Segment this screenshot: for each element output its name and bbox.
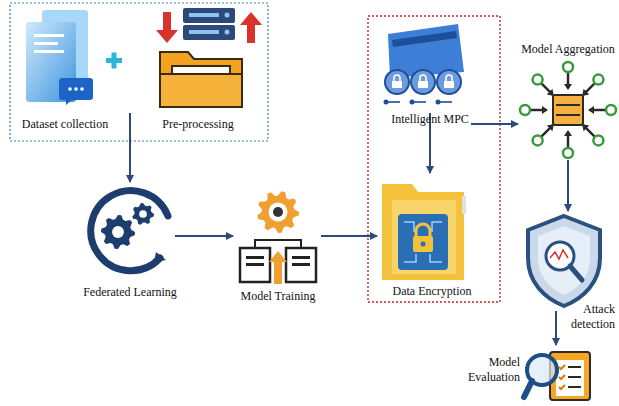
plus-sign — [106, 53, 122, 69]
node-label: Attack detection — [559, 302, 615, 332]
gear-pair — [101, 203, 154, 249]
icon-node: Dataset collection — [24, 8, 96, 110]
node-label: Dataset collection — [22, 117, 108, 132]
node-label: Model Aggregation — [521, 42, 615, 57]
icon-node: Model Aggregation — [521, 63, 615, 157]
flow-arrow — [175, 235, 233, 237]
icon-node: Pre-processing — [154, 8, 258, 110]
node-label: Model Training — [240, 289, 315, 304]
flow-arrow — [471, 123, 518, 125]
node-label: Data Encryption — [393, 284, 472, 299]
icon-node: Intelligent MPC — [382, 20, 468, 110]
icon-node: Model Training — [236, 188, 318, 284]
node-label: Federated Learning — [83, 285, 177, 300]
node-label: Intelligent MPC — [391, 112, 469, 127]
node-label: Pre-processing — [162, 117, 233, 132]
node-label: Model Evaluation — [462, 355, 520, 385]
server-folder-icon — [156, 8, 262, 107]
icon-node: Model Evaluation — [520, 348, 592, 402]
flow-arrow — [567, 160, 569, 211]
cycle-arrowhead — [154, 252, 166, 262]
group-outline — [10, 3, 268, 141]
icon-node: Data Encryption — [380, 176, 468, 276]
icon-node: Attack detection — [526, 214, 602, 308]
encrypted-folder-icon — [382, 184, 466, 280]
gear-icon — [257, 191, 299, 233]
shield-icon — [528, 216, 600, 306]
aggregation-icon — [520, 62, 616, 158]
flow-arrow — [129, 113, 131, 182]
evaluation-icon — [524, 352, 590, 400]
flow-arrow — [321, 235, 377, 237]
document-icon — [26, 10, 93, 105]
books-icon — [240, 240, 316, 284]
cycle-arc — [91, 191, 168, 271]
card-locks-icon — [384, 24, 465, 105]
group-outline — [368, 16, 500, 302]
flow-arrow — [555, 311, 557, 345]
icon-node: Federated Learning — [86, 185, 172, 273]
